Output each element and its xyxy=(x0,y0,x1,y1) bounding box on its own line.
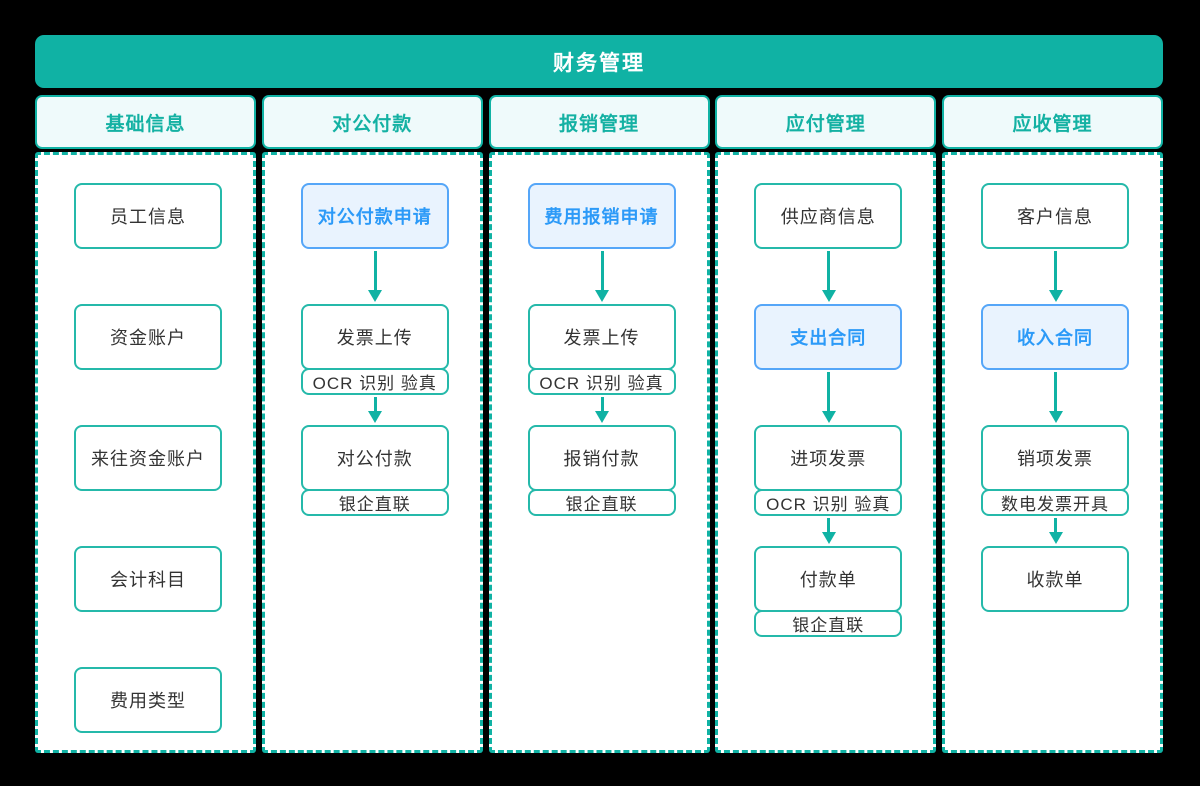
flow-node: 来往资金账户 xyxy=(74,425,222,491)
flow-node-sublabel: 银企直联 xyxy=(527,489,676,516)
diagram-title: 财务管理 xyxy=(35,35,1163,88)
flow-node-highlight: 支出合同 xyxy=(754,304,903,370)
flow-node-sublabel: OCR 识别 验真 xyxy=(300,368,449,395)
flow-node-highlight: 对公付款申请 xyxy=(300,183,449,249)
column-header-2: 报销管理 xyxy=(488,95,710,149)
flow-arrow-line xyxy=(373,251,377,294)
column-body-0: 员工信息资金账户来往资金账户会计科目费用类型 xyxy=(35,152,256,753)
flow-node: 销项发票 xyxy=(981,425,1129,491)
flow-arrow-line xyxy=(373,397,377,415)
flow-arrow-head xyxy=(368,290,383,302)
flow-arrow-line xyxy=(827,518,831,536)
flow-arrow-line xyxy=(1054,518,1057,536)
flow-arrow-head xyxy=(595,290,609,302)
flow-arrow-line xyxy=(600,397,604,415)
flow-node: 会计科目 xyxy=(74,546,222,612)
flow-node-sublabel: 银企直联 xyxy=(754,610,903,637)
flow-arrow-line xyxy=(600,251,604,294)
flow-arrow-line xyxy=(1054,372,1057,415)
flow-node: 发票上传 xyxy=(527,304,676,370)
flow-arrow-head xyxy=(595,411,609,423)
flow-node-sublabel: OCR 识别 验真 xyxy=(754,489,903,516)
flow-node: 发票上传 xyxy=(300,304,449,370)
column-header-0: 基础信息 xyxy=(35,95,256,149)
flow-arrow-line xyxy=(827,251,831,294)
flow-arrow-head xyxy=(1048,290,1063,302)
flow-arrow-head xyxy=(821,411,836,423)
flow-node: 供应商信息 xyxy=(754,183,903,249)
flow-node: 报销付款 xyxy=(527,425,676,491)
flow-arrow-line xyxy=(1054,251,1057,294)
flow-node: 进项发票 xyxy=(754,425,903,491)
flow-node-sublabel: 银企直联 xyxy=(300,489,449,516)
flow-arrow-head xyxy=(821,290,836,302)
flow-arrow-head xyxy=(1048,411,1063,423)
flow-node-highlight: 收入合同 xyxy=(981,304,1129,370)
flow-node: 员工信息 xyxy=(74,183,222,249)
flow-arrow-line xyxy=(827,372,831,415)
flow-node: 资金账户 xyxy=(74,304,222,370)
flow-arrow-head xyxy=(821,532,836,544)
flow-node-highlight: 费用报销申请 xyxy=(527,183,676,249)
flow-node: 付款单 xyxy=(754,546,903,612)
column-header-3: 应付管理 xyxy=(715,95,937,149)
flow-node: 客户信息 xyxy=(981,183,1129,249)
flow-node: 对公付款 xyxy=(300,425,449,491)
column-header-1: 对公付款 xyxy=(261,95,483,149)
flow-node: 收款单 xyxy=(981,546,1129,612)
flow-arrow-head xyxy=(368,411,383,423)
flow-arrow-head xyxy=(1048,532,1063,544)
column-header-4: 应收管理 xyxy=(942,95,1163,149)
flow-node: 费用类型 xyxy=(74,667,222,733)
column-body-4: 客户信息收入合同销项发票数电发票开具收款单 xyxy=(942,152,1163,753)
flow-node-sublabel: 数电发票开具 xyxy=(981,489,1129,516)
flow-node-sublabel: OCR 识别 验真 xyxy=(527,368,676,395)
